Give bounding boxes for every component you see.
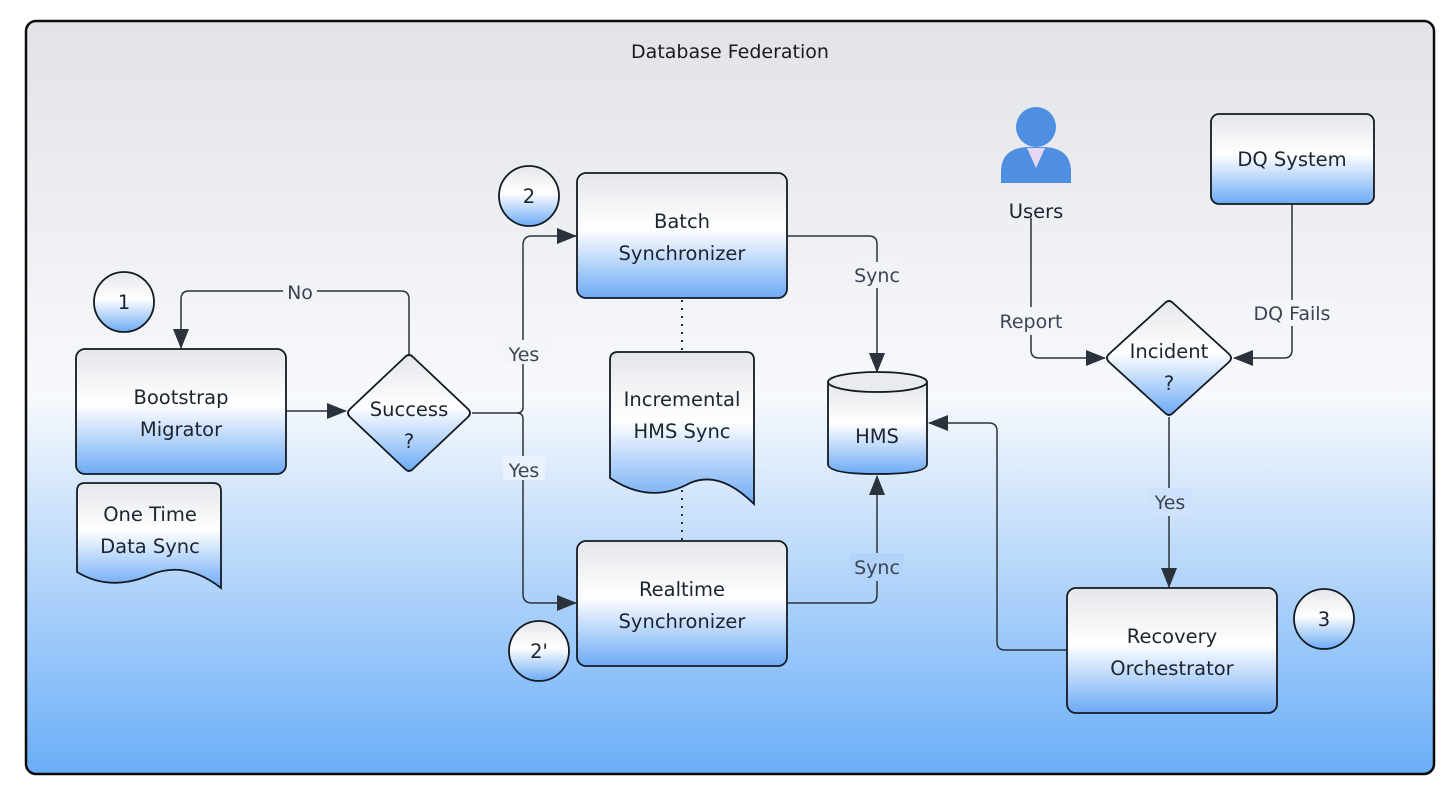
svg-text:Bootstrap: Bootstrap	[133, 386, 228, 409]
svg-text:Synchronizer: Synchronizer	[619, 242, 747, 265]
edge-label-bg-report	[995, 307, 1067, 335]
node-batch-synchronizer[interactable]: Batch Synchronizer	[576, 172, 788, 299]
svg-text:Batch: Batch	[654, 210, 710, 233]
svg-text:2': 2'	[530, 640, 548, 663]
step-badge-2-prime[interactable]: 2'	[508, 620, 570, 682]
edge-label-no: No	[287, 282, 313, 304]
step-badge-3[interactable]: 3	[1293, 588, 1355, 650]
step-badge-1[interactable]: 1	[93, 271, 155, 333]
edge-label-dq-fails: DQ Fails	[1254, 303, 1331, 325]
node-realtime-synchronizer[interactable]: Realtime Synchronizer	[576, 540, 788, 667]
node-dq-system[interactable]: DQ System	[1210, 113, 1375, 205]
svg-text:Migrator: Migrator	[140, 418, 223, 441]
edge-label-bg-sync-batch	[850, 262, 904, 288]
edge-label-yes-incident: Yes	[1154, 492, 1186, 514]
edge-recovery-to-hms	[928, 415, 1067, 651]
svg-text:DQ System: DQ System	[1237, 148, 1346, 171]
svg-text:1: 1	[118, 291, 130, 314]
edge-label-sync-realtime: Sync	[854, 557, 900, 579]
edge-realtime-to-hms	[787, 475, 885, 604]
edge-label-bg-dq-fails	[1248, 300, 1338, 326]
node-hms-database[interactable]: HMS	[827, 371, 928, 475]
node-one-time-data-sync[interactable]: One Time Data Sync	[76, 482, 222, 590]
edge-label-bg-yes-realtime	[503, 456, 545, 480]
edge-label-report: Report	[1000, 311, 1063, 333]
svg-text:Data Sync: Data Sync	[100, 535, 200, 558]
node-success-decision[interactable]: Success ?	[347, 354, 471, 472]
edge-label-yes-realtime: Yes	[508, 460, 540, 482]
step-badge-2[interactable]: 2	[498, 165, 560, 227]
user-icon	[1001, 107, 1071, 183]
svg-text:Recovery: Recovery	[1127, 625, 1217, 648]
svg-text:HMS Sync: HMS Sync	[633, 420, 730, 443]
edge-users-to-incident	[1030, 218, 1106, 366]
edge-label-bg-yes-batch	[503, 340, 545, 364]
edge-batch-to-hms	[787, 235, 885, 373]
svg-text:?: ?	[1164, 372, 1174, 395]
svg-text:HMS: HMS	[855, 425, 899, 448]
edge-split-to-realtime	[516, 412, 577, 611]
edge-label-bg-sync-realtime	[850, 553, 904, 581]
svg-text:2: 2	[523, 185, 535, 208]
svg-text:Users: Users	[1009, 200, 1064, 223]
svg-text:One Time: One Time	[103, 503, 197, 526]
edge-label-bg-no	[283, 280, 317, 302]
node-users[interactable]: Users	[1001, 107, 1071, 223]
svg-text:3: 3	[1318, 608, 1330, 631]
svg-text:?: ?	[404, 430, 414, 453]
node-incremental-hms-sync[interactable]: Incremental HMS Sync	[609, 351, 755, 507]
edge-label-bg-yes-incident	[1148, 488, 1192, 516]
svg-text:Orchestrator: Orchestrator	[1110, 657, 1234, 680]
node-bootstrap-migrator[interactable]: Bootstrap Migrator	[75, 348, 287, 475]
diagram-title: Database Federation	[631, 41, 829, 63]
node-recovery-orchestrator[interactable]: Recovery Orchestrator	[1066, 587, 1278, 714]
edge-label-sync-batch: Sync	[854, 265, 900, 287]
svg-text:Incremental: Incremental	[624, 388, 741, 411]
node-incident-decision[interactable]: Incident ?	[1106, 300, 1232, 416]
edge-label-yes-batch: Yes	[508, 344, 540, 366]
svg-text:Realtime: Realtime	[639, 578, 725, 601]
svg-text:Synchronizer: Synchronizer	[619, 610, 747, 633]
edge-dq-to-incident	[1233, 205, 1293, 366]
svg-text:Success: Success	[370, 398, 449, 421]
svg-text:Incident: Incident	[1130, 340, 1209, 363]
